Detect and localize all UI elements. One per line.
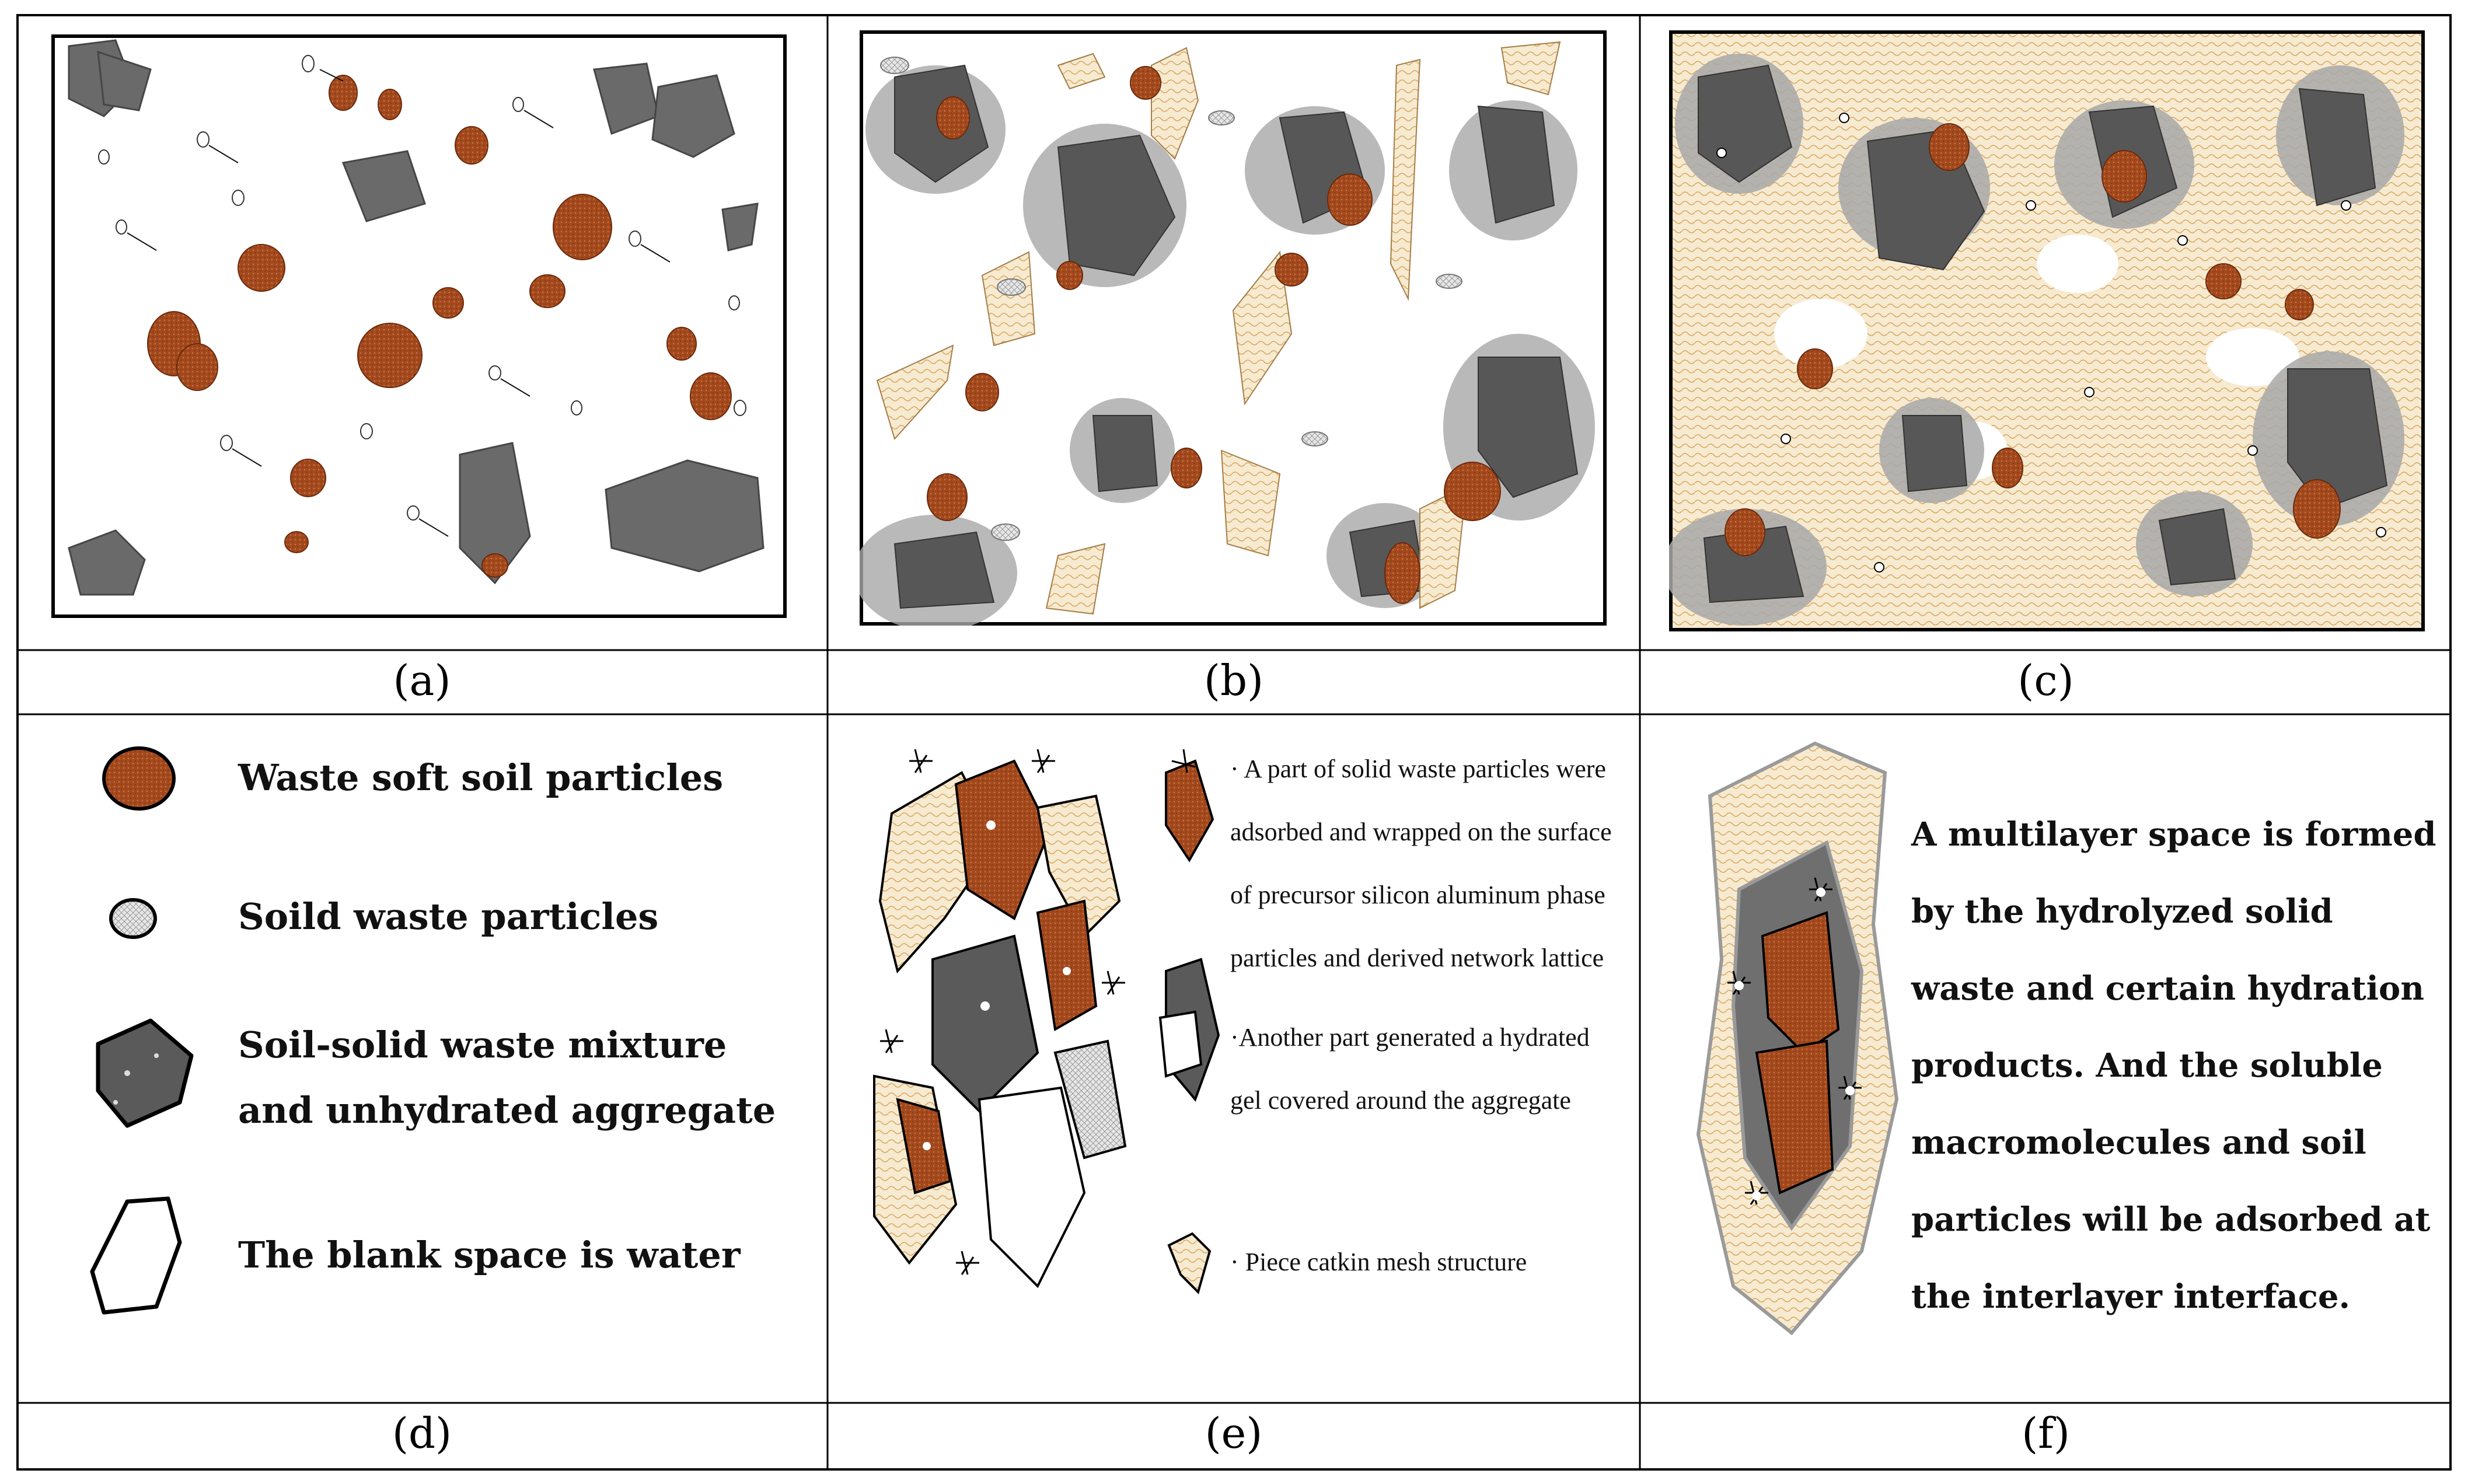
panel-b-diagram bbox=[860, 30, 1607, 626]
panel-d-legend: Waste soft soil particles Soild waste pa… bbox=[16, 714, 828, 1458]
panel-a: (a) bbox=[16, 14, 828, 705]
panel-f-text: A multilayer space is formed by the hydr… bbox=[1911, 815, 2436, 1316]
panel-e-note-1: · A part of solid waste particles were a… bbox=[1230, 755, 1612, 972]
caption-b: (b) bbox=[1203, 656, 1264, 705]
mixture-aggregate-icon bbox=[96, 1018, 194, 1128]
legend-label-mixture: Soil-solid waste mixture and unhydrated … bbox=[238, 1024, 776, 1132]
caption-c: (c) bbox=[2017, 656, 2074, 705]
adsorbed-particle-icon bbox=[1165, 749, 1214, 863]
legend-label-soil: Waste soft soil particles bbox=[238, 756, 724, 799]
catkin-mesh-icon bbox=[1167, 1232, 1212, 1294]
panel-a-diagram bbox=[51, 34, 787, 618]
hydrated-gel-icon bbox=[1158, 958, 1220, 1102]
legend-label-water: The blank space is water bbox=[238, 1234, 741, 1276]
panel-e-cluster-diagram bbox=[873, 749, 1127, 1289]
panel-f: A multilayer space is formed by the hydr… bbox=[1640, 714, 2452, 1458]
figure-grid: (a) bbox=[16, 14, 2452, 1471]
panel-e-note-3: · Piece catkin mesh structure bbox=[1230, 1248, 1527, 1276]
panel-e-note-2: ·Another part generated a hydrated gel c… bbox=[1230, 1023, 1590, 1115]
grid-lines bbox=[16, 14, 2452, 1471]
solid-waste-particle-icon bbox=[109, 898, 157, 939]
water-space-icon bbox=[90, 1196, 182, 1315]
caption-f: (f) bbox=[2022, 1409, 2070, 1458]
panel-c: (c) bbox=[1640, 14, 2452, 705]
legend-label-solid-waste: Soild waste particles bbox=[238, 895, 659, 938]
soil-particle-icon bbox=[102, 746, 176, 811]
panel-c-diagram bbox=[1669, 30, 2425, 631]
panel-f-multilayer-diagram bbox=[1696, 741, 1899, 1336]
caption-e: (e) bbox=[1205, 1409, 1263, 1458]
panel-b: (b) bbox=[828, 14, 1640, 705]
caption-a: (a) bbox=[393, 656, 451, 705]
panel-e: · A part of solid waste particles were a… bbox=[828, 714, 1640, 1458]
caption-d: (d) bbox=[392, 1409, 452, 1458]
